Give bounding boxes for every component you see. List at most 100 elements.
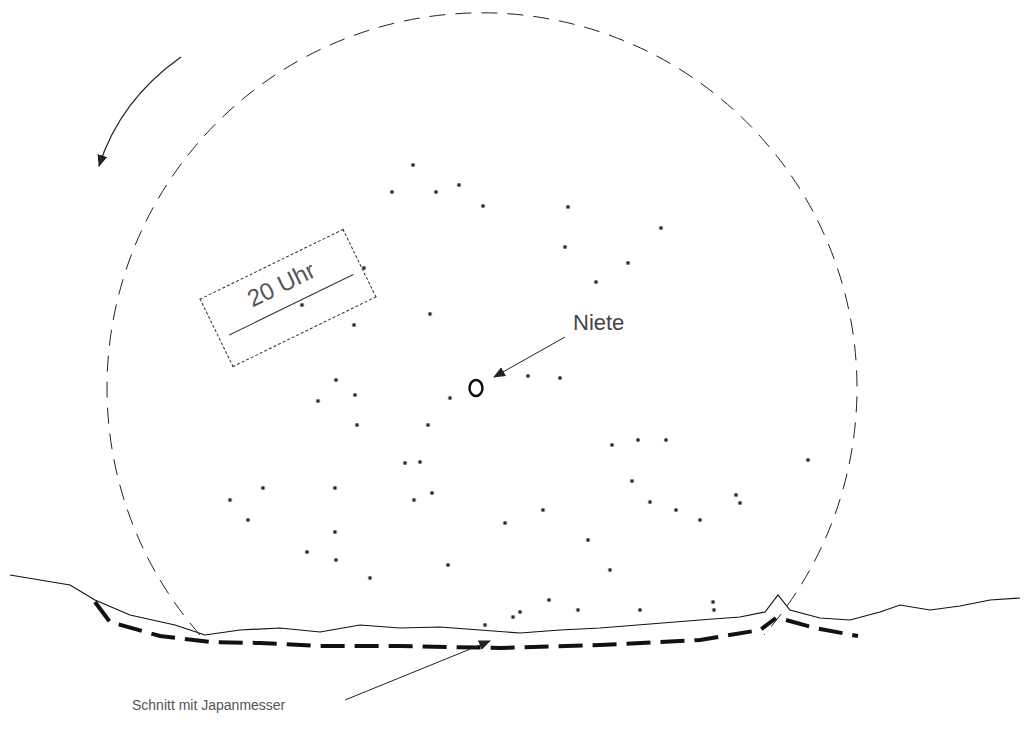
star	[567, 205, 569, 209]
star	[807, 458, 809, 462]
star	[611, 443, 613, 447]
rotation-arrow	[99, 57, 181, 166]
star	[637, 438, 639, 442]
star	[301, 303, 303, 307]
leader-line	[345, 641, 490, 700]
star	[512, 615, 514, 619]
star	[675, 508, 677, 512]
star	[559, 376, 561, 380]
star	[247, 518, 249, 522]
star	[542, 508, 544, 512]
time-label: 20 Uhr	[204, 237, 358, 331]
star	[665, 438, 667, 442]
star	[548, 598, 550, 602]
star	[519, 610, 521, 614]
star	[484, 623, 486, 627]
star	[431, 491, 433, 495]
star	[363, 266, 365, 270]
star	[404, 461, 406, 465]
star	[567, 205, 569, 209]
star	[435, 190, 437, 194]
star	[713, 608, 715, 612]
star	[595, 280, 597, 284]
star	[369, 576, 371, 580]
star	[369, 576, 371, 580]
star	[404, 461, 406, 465]
star	[548, 598, 550, 602]
star	[413, 498, 415, 502]
star	[631, 479, 633, 483]
star	[334, 486, 336, 490]
star	[334, 530, 336, 534]
star	[435, 190, 437, 194]
star	[587, 538, 589, 542]
star	[675, 508, 677, 512]
star	[512, 615, 514, 619]
horizon-edge	[10, 575, 1020, 635]
star	[419, 460, 421, 464]
star	[334, 530, 336, 534]
star	[247, 518, 249, 522]
star	[735, 493, 737, 497]
star	[429, 312, 431, 316]
star	[262, 486, 264, 490]
star	[356, 423, 358, 427]
star	[449, 396, 451, 400]
star	[611, 443, 613, 447]
star	[660, 226, 662, 230]
star	[334, 486, 336, 490]
star	[335, 378, 337, 382]
star	[335, 558, 337, 562]
star	[429, 312, 431, 316]
star	[527, 374, 529, 378]
star	[631, 479, 633, 483]
star	[482, 204, 484, 208]
star	[391, 190, 393, 194]
star	[627, 261, 629, 265]
star	[301, 303, 303, 307]
star	[639, 608, 641, 612]
star	[665, 438, 667, 442]
leader-line	[494, 337, 565, 377]
star	[229, 498, 231, 502]
star	[356, 423, 358, 427]
star	[639, 608, 641, 612]
star	[807, 458, 809, 462]
star	[306, 550, 308, 554]
star	[427, 423, 429, 427]
cut-label: Schnitt mit Japanmesser	[132, 697, 285, 713]
star	[391, 190, 393, 194]
star	[699, 518, 701, 522]
star	[484, 623, 486, 627]
star	[559, 376, 561, 380]
star	[458, 183, 460, 187]
stars	[228, 163, 810, 627]
star	[712, 600, 714, 604]
star	[317, 399, 319, 403]
star	[527, 374, 529, 378]
star	[412, 163, 414, 167]
star	[735, 493, 737, 497]
star	[739, 501, 741, 505]
star	[577, 608, 579, 612]
star	[482, 204, 484, 208]
star	[431, 491, 433, 495]
star	[353, 323, 355, 327]
star	[306, 550, 308, 554]
star	[447, 563, 449, 567]
star	[335, 378, 337, 382]
star	[449, 396, 451, 400]
star	[229, 498, 231, 502]
star	[504, 521, 506, 525]
star	[587, 538, 589, 542]
star	[609, 568, 611, 572]
star	[739, 501, 741, 505]
star	[458, 183, 460, 187]
star	[427, 423, 429, 427]
time-mark-box: 20 Uhr	[199, 229, 376, 367]
cut-line	[786, 620, 858, 636]
star	[637, 438, 639, 442]
star	[504, 521, 506, 525]
star	[609, 568, 611, 572]
